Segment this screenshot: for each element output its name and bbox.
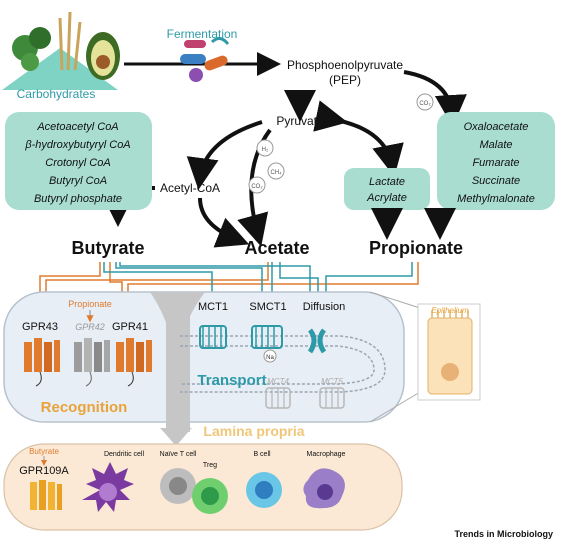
cell-membrane [180,335,386,393]
naive-t-cell-icon [160,468,196,504]
butyrate-small-label: Butyrate [29,447,59,456]
bacteria-icon [180,37,230,82]
footer-credit: Trends in Microbiology [454,529,553,539]
pyruvate-to-acetylcoa-arrow [186,120,263,190]
co2-badge-right: CO₂ [419,101,431,107]
mct4-label: MCT4 [267,377,289,386]
gpr41-label: GPR41 [112,321,148,333]
dendritic-cell-icon [82,462,134,512]
pyruvate-lactate-arrow [313,100,404,177]
succinate-pathway-box [437,112,555,210]
gpr42-label: GPR42 [75,322,105,332]
pathway-item: Methylmalonate [457,193,535,205]
pep-label-abbrev: (PEP) [329,73,361,87]
pathway-item: Succinate [472,175,520,187]
acetate-to-diffusion-line [279,262,323,303]
butyrate-pathway-box [5,112,152,210]
propionate-label: Propionate [369,238,463,258]
pathway-item: Acetoacetyl CoA [36,121,118,133]
mct5-label: MCT5 [321,377,343,386]
transport-label: Transport [197,372,266,389]
mct1-label: MCT1 [198,301,228,313]
smct1-label: SMCT1 [249,301,286,313]
mct1-transporter-icon [199,325,227,349]
lamina-propria-title: Lamina propria [203,423,304,439]
naive-t-cell-label: Naïve T cell [160,451,197,458]
nucleus-icon [441,363,459,381]
acetate-label: Acetate [244,238,309,258]
gpr41-receptor-icon [116,338,152,387]
mct4-transporter-icon [265,387,291,409]
cell-membrane-inner [180,345,375,385]
sodium-badge: Na [266,355,274,361]
co2-badge-left: CO₂ [251,184,263,190]
butyrate-to-diffusion-line [119,262,315,303]
recognition-label: Recognition [41,399,128,416]
pyruvate-label: Pyruvate [276,114,324,128]
pyruvate-to-acetate-arrow [237,128,272,247]
mct5-transporter-icon [319,387,345,409]
pathway-item: Butyryl CoA [49,175,107,187]
diffusion-channel-icon [307,328,327,354]
gpr42-receptor-icon [74,338,110,387]
butyrate-to-mct1-line [103,262,217,303]
pathway-item: Acrylate [366,192,407,204]
ch4-badge: CH₄ [270,170,282,176]
propionate-small-label: Propionate [68,299,112,309]
gpr109a-receptor-icon [30,480,62,510]
smct1-transporter-icon [251,325,283,349]
pathway-item: Malate [479,139,512,151]
paracellular-gap [166,292,190,432]
zoom-line-top [369,291,421,309]
zoom-line-bottom [369,391,421,423]
macrophage-label: Macrophage [307,451,346,458]
acetyl-coa-label: Acetyl-CoA [160,181,220,195]
epithelium-label: Epithelium [431,306,469,315]
diffusion-label: Diffusion [303,301,346,313]
h2-badge: H₂ [262,147,269,153]
pathway-item: β-hydroxybutyryl CoA [24,139,130,151]
pathway-item: Lactate [369,176,405,188]
gpr43-label: GPR43 [22,321,58,333]
pathway-item: Oxaloacetate [464,121,529,133]
pep-label: Phosphoenolpyruvate [287,58,403,72]
treg-label: Treg [203,462,217,469]
pep-to-oxaloacetate-arrow [403,70,467,127]
carbohydrates-icon [2,11,120,90]
acetylcoa-to-acetate-arrow [198,197,250,248]
b-cell-icon [246,472,282,508]
acrylate-pathway-box [344,168,430,210]
fermentation-label: Fermentation [167,27,238,41]
butyrate-label: Butyrate [71,238,144,258]
acetate-to-gpr43-line [41,262,269,303]
epithelium-cell-icon [427,317,473,395]
pathway-item: Fumarate [472,157,519,169]
pathway-item: Butyryl phosphate [34,193,122,205]
b-cell-label: B cell [253,451,271,458]
butyrate-to-gpr43-line [35,262,101,303]
funnel-arrowhead [160,428,192,444]
pathway-item: Crotonyl CoA [45,157,110,169]
macrophage-icon [303,468,345,509]
gpr109a-label: GPR109A [19,465,69,477]
gpr43-receptor-icon [24,338,60,387]
butyrate-to-smct1-line [115,262,267,303]
propionate-to-diffusion-line [321,262,413,303]
dendritic-cell-label: Dendritic cell [104,451,145,458]
carbohydrates-label: Carbohydrates [17,87,96,101]
treg-cell-icon [192,478,228,514]
